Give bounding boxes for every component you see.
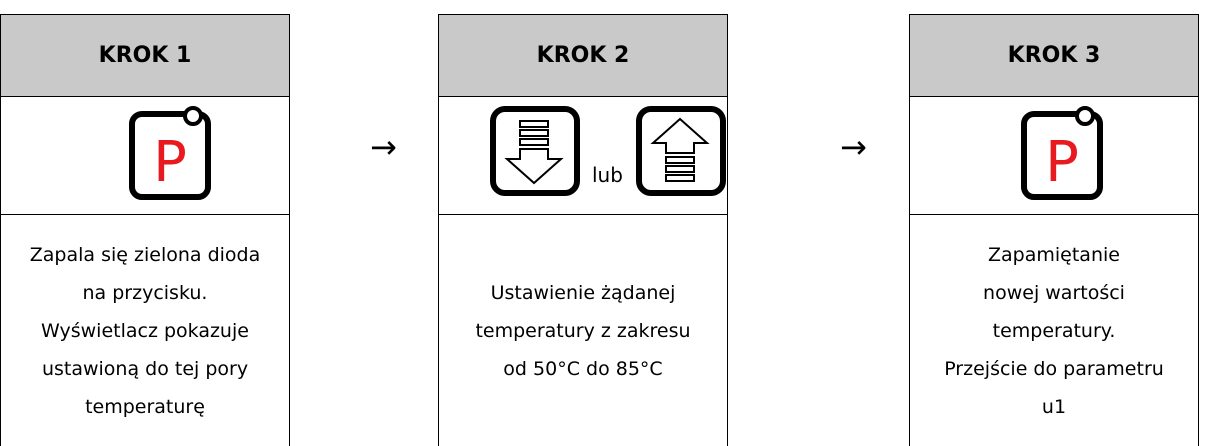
step-3: KROK 3 P Zapamiętanie nowej wartości tem… [909, 14, 1199, 446]
step-1-description-box: Zapala się zielona dioda na przycisku. W… [1, 215, 289, 446]
p-letter: P [153, 130, 187, 195]
lub-connector: lub [592, 163, 623, 187]
step-1-title: KROK 1 [1, 15, 289, 97]
step-1-icons: P [1, 97, 289, 215]
p-letter: P [1045, 130, 1079, 195]
down-arrow-button-icon [490, 106, 580, 196]
step-3-description-box: Zapamiętanie nowej wartości temperatury.… [910, 215, 1198, 446]
step-2-description-box: Ustawienie żądanej temperatury z zakresu… [439, 215, 727, 446]
p-button-icon: P [1021, 106, 1103, 200]
step-3-icons: P [910, 97, 1198, 215]
step-3-title: KROK 3 [910, 15, 1198, 97]
up-arrow-button-icon [636, 106, 726, 196]
arrow-2: → [840, 128, 867, 166]
step-2-description: Ustawienie żądanej temperatury z zakresu… [475, 281, 691, 380]
p-button-icon: P [129, 106, 211, 200]
step-2-title: KROK 2 [439, 15, 727, 97]
step-3-description: Zapamiętanie nowej wartości temperatury.… [944, 243, 1164, 418]
step-2: KROK 2 lub Ustawienie żądanej temperatur… [438, 14, 728, 446]
step-1: KROK 1 P Zapala się zielona dioda na prz… [0, 14, 290, 446]
step-1-description: Zapala się zielona dioda na przycisku. W… [29, 243, 261, 418]
step-2-icons: lub [439, 97, 727, 215]
arrow-1: → [370, 128, 397, 166]
